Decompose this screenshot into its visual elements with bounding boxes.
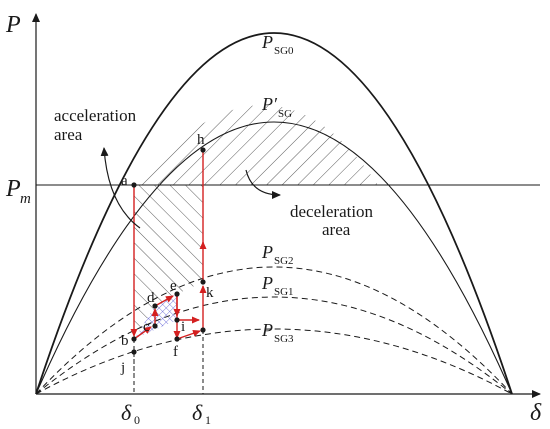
- psg-prime-label-sub: SG: [278, 108, 292, 120]
- point-d: [152, 303, 158, 309]
- curve-psg0: [35, 32, 513, 395]
- deceleration-label-line2: area: [322, 220, 351, 239]
- psg2-label-main: P: [261, 242, 273, 262]
- trajectory: [130, 150, 207, 340]
- point-h: [200, 147, 206, 153]
- deceleration-label-line1: deceleration: [290, 202, 374, 221]
- point-i: [174, 317, 180, 323]
- traj-f-psg3: [176, 329, 201, 340]
- psg1-label-sub: SG1: [274, 286, 294, 298]
- point-delta1-psg3: [200, 327, 206, 333]
- curve-psg2: [35, 266, 513, 395]
- acceleration-hatch: [134, 185, 203, 339]
- label-h: h: [197, 132, 205, 148]
- label-f: f: [173, 344, 178, 360]
- deceleration-hatch: [134, 105, 378, 185]
- x-axis-label: δ: [530, 400, 542, 426]
- psg-prime-label-main: P′: [261, 94, 278, 114]
- label-e: e: [170, 278, 177, 294]
- label-i: i: [181, 319, 185, 335]
- label-a: a: [121, 173, 128, 189]
- psg2-label-sub: SG2: [274, 255, 294, 267]
- psg0-label-sub: SG0: [274, 45, 294, 57]
- y-axis-label: P: [5, 12, 21, 38]
- curve-psg-prime: [35, 121, 513, 395]
- label-d: d: [147, 290, 155, 306]
- psg0-label-main: P: [261, 32, 273, 52]
- pm-label-sub: m: [20, 191, 31, 207]
- acceleration-label-line2: area: [54, 125, 83, 144]
- point-c: [152, 323, 158, 329]
- delta0-label-main: δ: [121, 400, 132, 425]
- label-k: k: [206, 285, 214, 301]
- point-markers: [131, 147, 206, 355]
- deceleration-arrow: [245, 169, 281, 199]
- acceleration-arrow: [100, 147, 141, 229]
- point-k: [200, 279, 206, 285]
- point-b: [131, 336, 137, 342]
- pm-label-main: P: [5, 176, 21, 202]
- psg3-label-main: P: [261, 320, 273, 340]
- curve-psg3: [35, 328, 513, 395]
- traj-b-c: [133, 326, 152, 340]
- psg1-label-main: P: [261, 273, 273, 293]
- label-b: b: [121, 333, 129, 349]
- curve-psg1: [35, 296, 513, 395]
- point-j: [131, 349, 137, 355]
- delta0-label-sub: 0: [134, 413, 140, 427]
- psg3-label-sub: SG3: [274, 333, 294, 345]
- point-e: [174, 291, 180, 297]
- point-f: [174, 336, 180, 342]
- delta1-label-main: δ: [192, 400, 203, 425]
- point-a: [131, 182, 137, 188]
- label-c: c: [143, 319, 150, 335]
- delta1-label-sub: 1: [205, 413, 211, 427]
- traj-d-e: [154, 295, 174, 307]
- acceleration-label-line1: acceleration: [54, 106, 137, 125]
- label-j: j: [120, 360, 125, 376]
